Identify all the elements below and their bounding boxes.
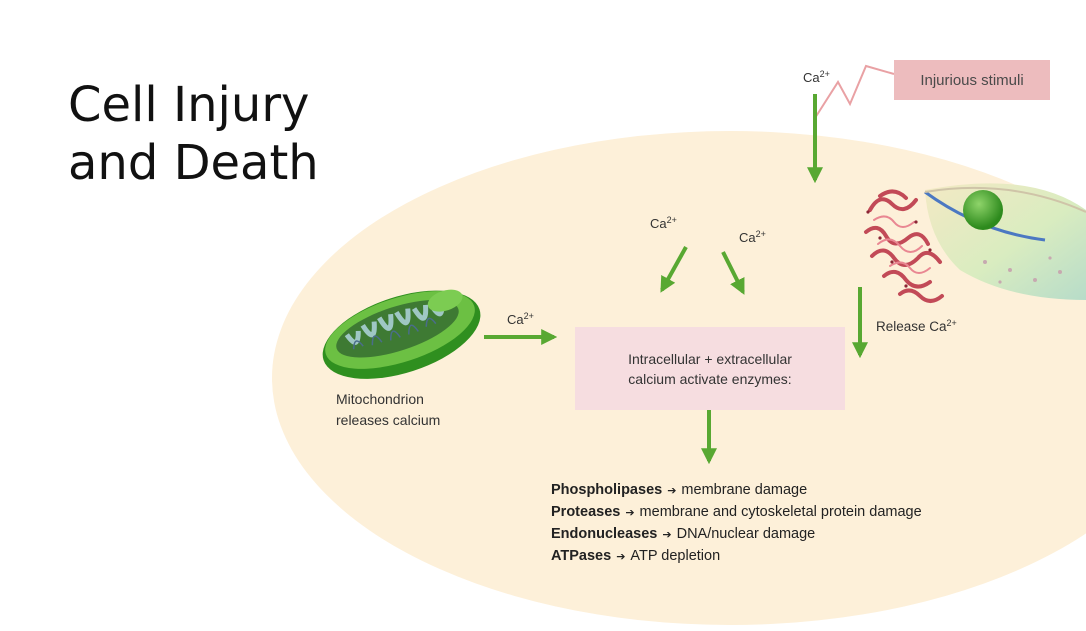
effect-row: ATPases ➔ ATP depletion [551, 546, 922, 568]
influx-ca-label-1: Ca2+ [650, 215, 677, 231]
mitochondrion-caption: Mitochondrion releases calcium [336, 389, 440, 431]
enzyme-effects-list: Phospholipases ➔ membrane damage Proteases… [551, 480, 922, 568]
enzyme-box-line-1: Intracellular + extracellular [628, 350, 792, 367]
right-arrow-icon: ➔ [667, 485, 677, 497]
effect-row: Proteases ➔ membrane and cytoskeletal prot… [551, 502, 922, 524]
enzyme-box-line-2: calcium activate enzymes: [628, 370, 792, 387]
enzyme-name: Proteases [551, 504, 621, 520]
er-release-label: Release Ca2+ [876, 318, 957, 334]
title-line-1: Cell Injury [68, 77, 310, 133]
right-arrow-icon: ➔ [625, 507, 635, 519]
mitochondrion-caption-line-1: Mitochondrion [336, 391, 424, 407]
er-nucleus-illustration [864, 183, 1086, 303]
injurious-stimuli-box: Injurious stimuli [894, 60, 1050, 100]
effect-row: Endonucleases ➔ DNA/nuclear damage [551, 524, 922, 546]
enzyme-effect: DNA/nuclear damage [676, 526, 816, 542]
injurious-stimuli-label: Injurious stimuli [920, 71, 1024, 89]
enzyme-effect: membrane damage [681, 482, 808, 498]
enzyme-name: Phospholipases [551, 482, 663, 498]
influx-arrow-left [660, 246, 688, 293]
influx-arrow-right [721, 251, 745, 295]
enzyme-name: Endonucleases [551, 526, 658, 542]
enzyme-effect: ATP depletion [630, 548, 721, 564]
enzyme-activation-box: Intracellular + extracellular calcium ac… [575, 327, 845, 410]
effect-row: Phospholipases ➔ membrane damage [551, 480, 922, 502]
mito-ca-label: Ca2+ [507, 311, 534, 327]
title-line-2: and Death [68, 135, 319, 191]
mitochondrion-caption-line-2: releases calcium [336, 412, 441, 428]
stimulus-ca-label: Ca2+ [803, 69, 830, 85]
enzyme-name: ATPases [551, 548, 612, 564]
influx-ca-label-2: Ca2+ [739, 229, 766, 245]
mitochondrion-illustration [322, 289, 481, 379]
right-arrow-icon: ➔ [662, 529, 672, 541]
stimulus-zigzag [814, 64, 895, 119]
slide-title: Cell Injury and Death [68, 76, 319, 192]
right-arrow-icon: ➔ [616, 551, 626, 563]
enzyme-effect: membrane and cytoskeletal protein damage [639, 504, 922, 520]
